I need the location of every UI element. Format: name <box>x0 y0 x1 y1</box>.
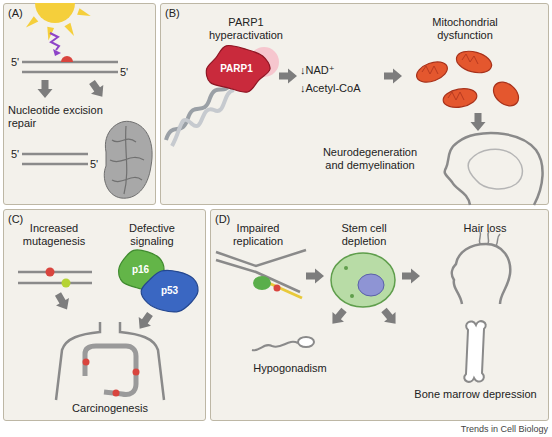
node-label: PARP1 <box>220 63 253 74</box>
text-label: Carcinogenesis <box>55 402 165 415</box>
text-label: PARP1 hyperactivation <box>196 16 296 42</box>
blob-outline <box>141 270 198 312</box>
protein-blob: p53 <box>142 270 198 312</box>
text-label: Impaired replication <box>212 222 304 248</box>
text-label: Mitochondrial dysfunction <box>420 16 510 42</box>
text-label: Defective signaling <box>110 222 194 248</box>
text-label: Bone marrow depression <box>408 388 543 401</box>
text-label: ↓Acetyl-CoA <box>300 82 380 95</box>
text-label: Hypogonadism <box>240 362 340 375</box>
protein-blob: PARP1 <box>204 46 270 92</box>
text-label: 5' <box>90 158 104 171</box>
text-label: Neurodegeneration and demyelination <box>316 146 424 172</box>
text-label: 5' <box>120 66 134 79</box>
text-label: ↓NAD⁺ <box>300 64 380 77</box>
text-label: Stem cell depletion <box>318 222 410 248</box>
text-label: Increased mutagenesis <box>12 222 96 248</box>
node-label: p53 <box>161 285 178 296</box>
text-label: Trends in Cell Biology <box>430 424 548 435</box>
text-label: 5' <box>11 56 25 69</box>
node-label: (B) <box>165 7 180 19</box>
node-label: (D) <box>215 213 230 225</box>
text-label: 5' <box>11 148 25 161</box>
blob-outline <box>206 45 270 92</box>
node-label: (A) <box>8 7 23 19</box>
node-label: p16 <box>132 264 149 275</box>
text-label: Hair loss <box>445 222 525 235</box>
node-label: (C) <box>8 213 23 225</box>
text-label: Nucleotide excision repair <box>8 104 108 130</box>
